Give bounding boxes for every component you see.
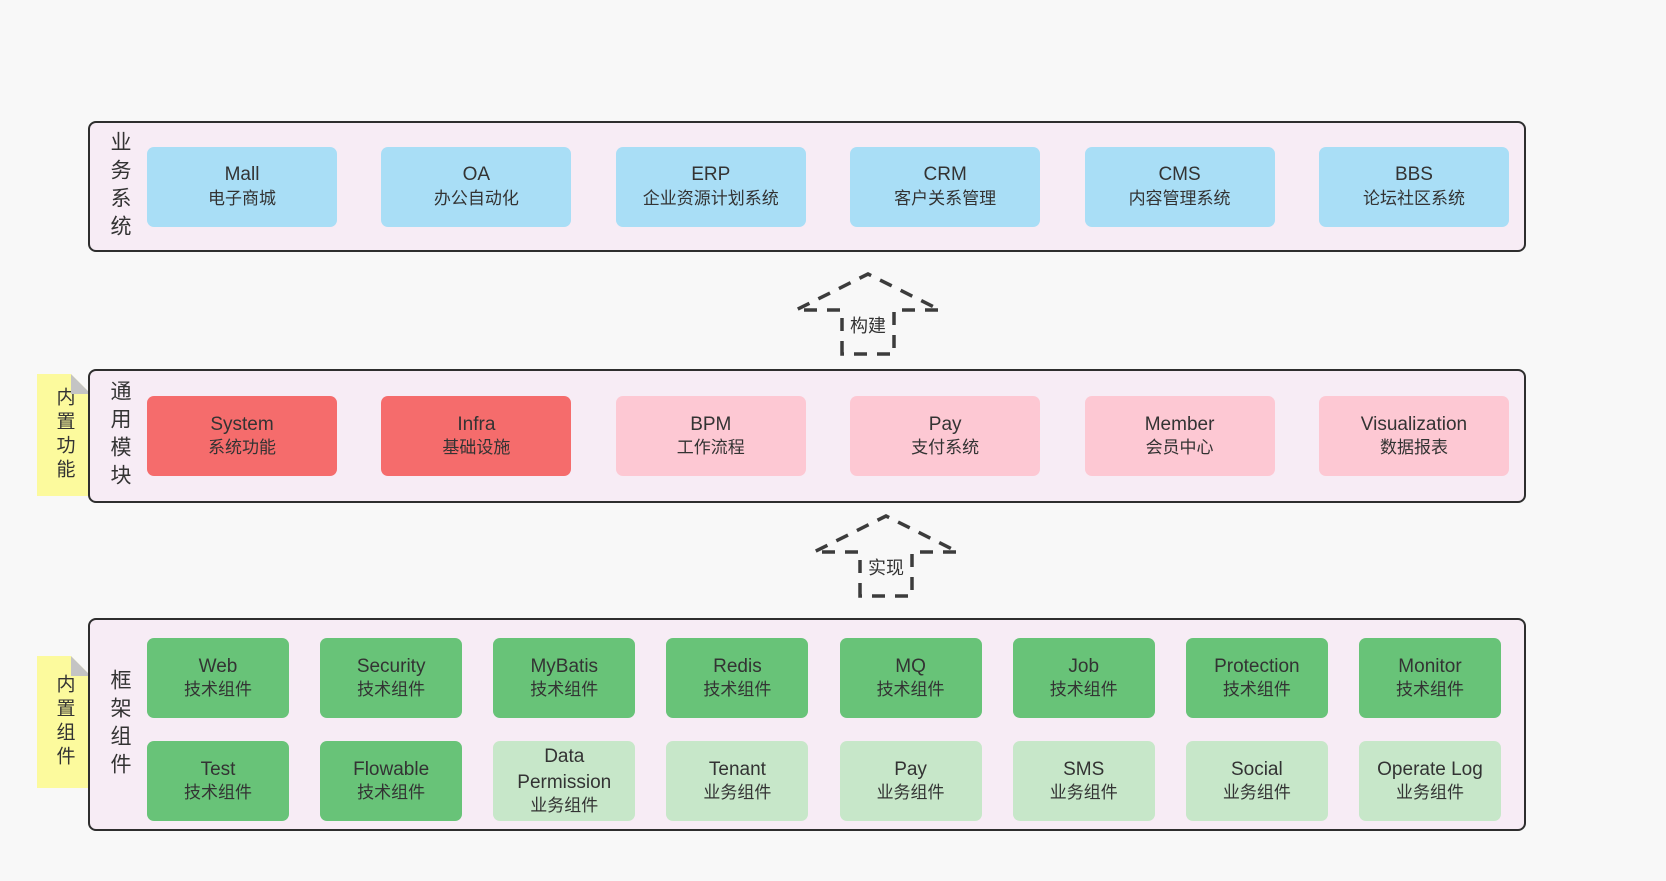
dashed-up-arrow-icon xyxy=(813,514,959,598)
implement-arrow: 实现 xyxy=(811,514,961,598)
box-flowable: Flowable 技术组件 xyxy=(320,741,463,821)
business-systems-row: Mall 电子商城 OA 办公自动化 ERP 企业资源计划系统 CRM 客户关系… xyxy=(147,123,1509,250)
box-infra: Infra 基础设施 xyxy=(381,396,572,476)
box-job: Job 技术组件 xyxy=(1012,638,1155,718)
arrow-label-implement: 实现 xyxy=(864,553,908,581)
section-title: 通用模块 xyxy=(108,380,131,492)
section-title: 框架组件 xyxy=(108,668,131,781)
box-mybatis: MyBatis 技术组件 xyxy=(493,638,636,718)
framework-components-row-1: Web 技术组件 Security 技术组件 MyBatis 技术组件 Redi… xyxy=(147,638,1501,718)
common-modules-row: System 系统功能 Infra 基础设施 BPM 工作流程 Pay 支付系统… xyxy=(147,371,1509,501)
box-cms: CMS 内容管理系统 xyxy=(1084,146,1275,227)
box-sms: SMS 业务组件 xyxy=(1012,741,1155,821)
box-data-permission: Data Permission 业务组件 xyxy=(493,741,636,821)
sticky-note-builtin-features: 内置功能 xyxy=(37,374,91,496)
sticky-note-label: 内置功能 xyxy=(53,387,75,483)
box-bbs: BBS 论坛社区系统 xyxy=(1318,146,1509,227)
section-title: 业务系统 xyxy=(108,130,131,243)
framework-components-row-2: Test 技术组件 Flowable 技术组件 Data Permission … xyxy=(147,741,1501,821)
box-mq: MQ 技术组件 xyxy=(839,638,982,718)
box-pay-component: Pay 业务组件 xyxy=(839,741,982,821)
box-bpm: BPM 工作流程 xyxy=(615,396,806,476)
box-oa: OA 办公自动化 xyxy=(381,146,572,227)
box-pay-module: Pay 支付系统 xyxy=(850,396,1041,476)
box-crm: CRM 客户关系管理 xyxy=(850,146,1041,227)
box-erp: ERP 企业资源计划系统 xyxy=(615,146,806,227)
box-tenant: Tenant 业务组件 xyxy=(666,741,809,821)
sticky-note-builtin-components: 内置组件 xyxy=(37,656,91,788)
box-operate-log: Operate Log 业务组件 xyxy=(1358,741,1501,821)
section-framework-components: 框架组件 Web 技术组件 Security 技术组件 MyBatis 技术组件… xyxy=(88,618,1526,831)
box-member: Member 会员中心 xyxy=(1084,396,1275,476)
box-test: Test 技术组件 xyxy=(147,741,289,821)
section-business-systems: 业务系统 Mall 电子商城 OA 办公自动化 ERP 企业资源计划系统 CRM… xyxy=(88,121,1526,252)
section-common-modules: 通用模块 System 系统功能 Infra 基础设施 BPM 工作流程 Pay… xyxy=(88,369,1526,503)
box-redis: Redis 技术组件 xyxy=(666,638,809,718)
build-arrow: 构建 xyxy=(793,272,943,356)
box-mall: Mall 电子商城 xyxy=(147,146,337,227)
box-system: System 系统功能 xyxy=(147,396,337,476)
dashed-up-arrow-icon xyxy=(795,272,941,356)
sticky-note-label: 内置组件 xyxy=(53,674,75,770)
box-web: Web 技术组件 xyxy=(147,638,289,718)
box-protection: Protection 技术组件 xyxy=(1185,638,1328,718)
box-monitor: Monitor 技术组件 xyxy=(1358,638,1501,718)
box-social: Social 业务组件 xyxy=(1185,741,1328,821)
arrow-label-build: 构建 xyxy=(846,311,890,339)
box-visualization: Visualization 数据报表 xyxy=(1318,396,1509,476)
box-security: Security 技术组件 xyxy=(320,638,463,718)
